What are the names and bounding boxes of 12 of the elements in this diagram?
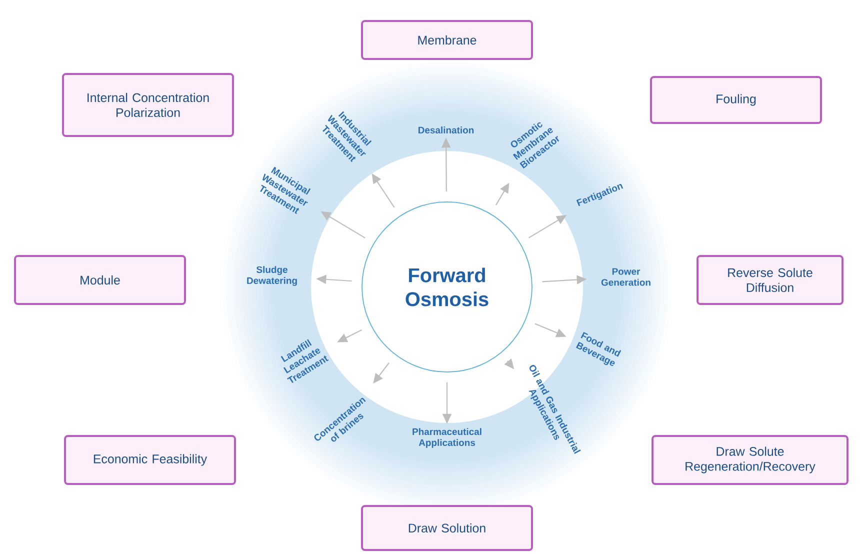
topic-box: Fouling — [650, 76, 822, 124]
application-label: Sludge Dewatering — [247, 266, 297, 286]
application-label: Power Generation — [601, 268, 650, 286]
application-label: Pharmaceutical Applications — [412, 428, 482, 448]
application-label: Desalination — [418, 126, 474, 134]
topic-box: Draw Solution — [361, 504, 533, 551]
topic-box: Draw Solute Regeneration/Recovery — [652, 434, 848, 485]
topic-box: Internal Concentration Polarization — [62, 73, 234, 137]
topic-box: Reverse Solute Diffusion — [696, 254, 844, 305]
topic-box: Module — [14, 254, 186, 305]
topic-box: Membrane — [361, 20, 533, 60]
topic-box: Economic Feasibility — [64, 434, 236, 485]
